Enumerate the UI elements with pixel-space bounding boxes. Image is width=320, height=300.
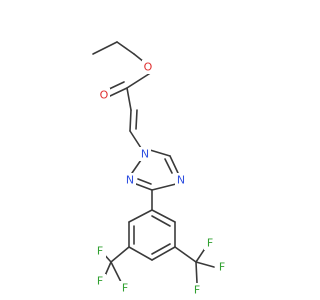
triazole-n1: N (139, 147, 151, 161)
bond-left-cf3-f3 (110, 261, 122, 283)
bond-carbonyl-double-a (109, 87, 128, 97)
bond-ph-1 (151, 209, 176, 223)
bond-ph-3 (151, 246, 176, 261)
left-cf3-fluorine-3-label: F (122, 282, 128, 295)
triazole-n2: N (124, 173, 136, 187)
bond-n2-n1 (131, 159, 142, 174)
bond-ph-right-cf3 (174, 246, 197, 263)
bond-alkene-double-a (129, 109, 132, 132)
bond-alkene-n1 (129, 130, 142, 149)
left-cf3-fluorine-1-label: F (97, 245, 103, 258)
carbonyl-oxygen-label: O (100, 89, 109, 102)
bond-isopropyl-me1 (92, 41, 118, 55)
bond-right-cf3-f3 (195, 261, 198, 284)
bond-layer (92, 41, 215, 284)
bond-ph-6 (128, 209, 153, 223)
triazole-n4-label: N (177, 174, 185, 187)
bond-n4-c3 (151, 183, 177, 191)
triazole-n4: N (175, 173, 187, 187)
bond-c3-n2 (135, 183, 153, 191)
bond-ph-4 (128, 246, 153, 261)
right-cf3-fluorine-3-label: F (194, 284, 200, 297)
bond-n1-c5 (149, 149, 171, 157)
right-cf3-fluorine-2-label: F (219, 261, 225, 274)
bond-carbonyl-c-alkene (126, 87, 132, 111)
bond-c5-n4 (169, 155, 179, 174)
triazole-n1-label: N (141, 148, 149, 161)
bond-right-cf3-f2 (195, 261, 215, 268)
bond-c5-n4-inner (164, 158, 173, 174)
bond-ph-inner-1 (151, 215, 171, 227)
left-cf3-fluorine-2: F (94, 274, 106, 288)
left-cf3-fluorine-3: F (119, 281, 131, 295)
carbonyl-oxygen: O (98, 88, 110, 102)
right-cf3-fluorine-3: F (191, 283, 203, 297)
left-cf3-fluorine-2-label: F (97, 275, 103, 288)
right-cf3-fluorine-1-label: F (207, 237, 213, 250)
ester-oxygen-label: O (144, 61, 153, 74)
bond-c3-n2-inner (137, 178, 152, 185)
right-cf3-fluorine-1: F (204, 236, 216, 250)
bond-o-carbonyl-c (126, 71, 153, 89)
left-cf3-fluorine-1: F (94, 244, 106, 258)
right-cf3-fluorine-2: F (216, 260, 228, 274)
bond-alkene-double-b (135, 109, 138, 130)
atom-label-layer: O O N N N F F F (94, 60, 228, 297)
ester-oxygen: O (142, 60, 154, 74)
bond-ph-left-cf3 (110, 246, 130, 263)
bond-ph-inner-2 (151, 243, 171, 255)
triazole-n2-label: N (126, 174, 134, 187)
bond-isopropyl-me2 (116, 41, 135, 55)
molecule-structure: O O N N N F F F (92, 41, 228, 297)
